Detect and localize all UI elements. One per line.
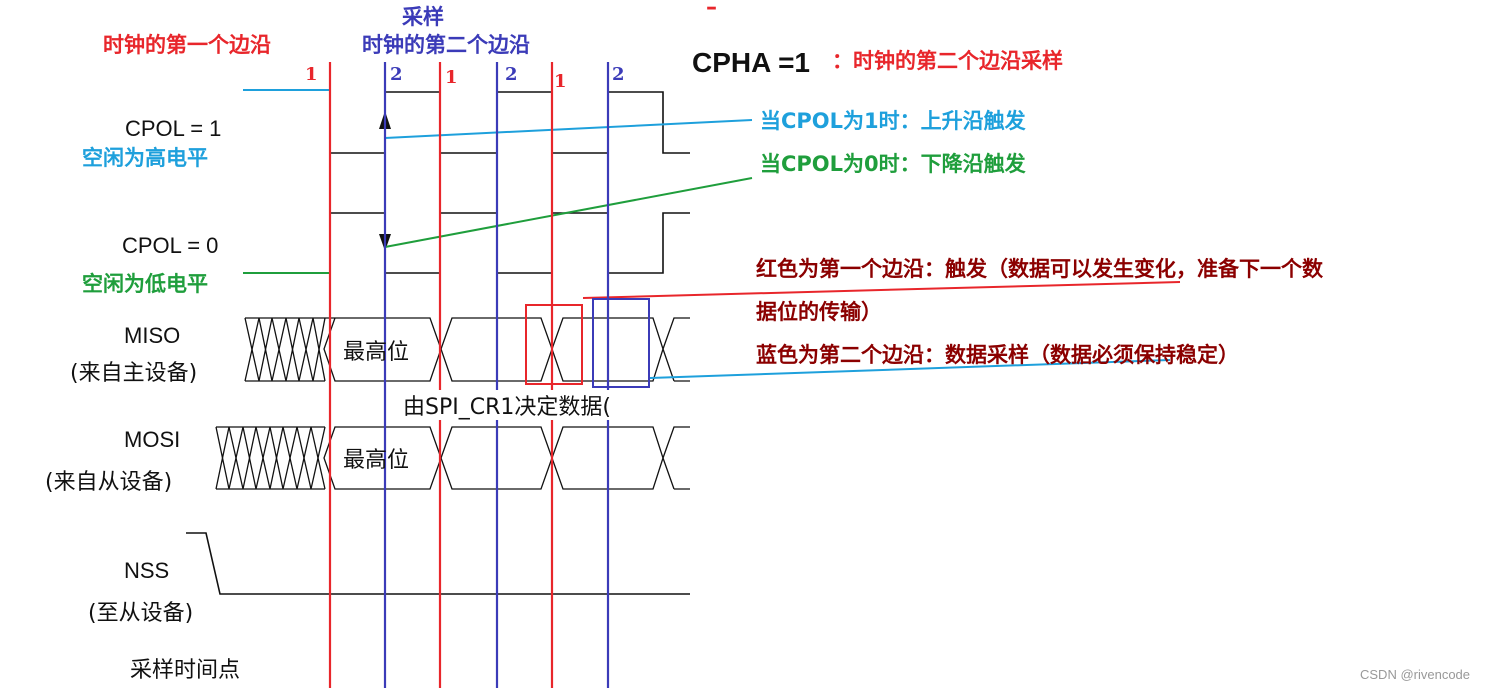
cpha-description: ：时钟的第二个边沿采样 — [832, 49, 1063, 73]
cpol0-trigger-note: 当CPOL为0时：下降沿触发 — [760, 152, 1027, 176]
miso-msb-label: 最高位 — [343, 340, 409, 365]
cpol1-clock-waveform — [330, 91, 690, 154]
cpol1-label: CPOL = 1 — [125, 116, 221, 141]
red-box-leader — [582, 281, 1181, 299]
sample-title: 采样 — [402, 5, 444, 29]
cr1-note-background — [400, 390, 690, 420]
edge-number: 1 — [554, 71, 567, 92]
second-edge-highlight-box — [592, 298, 650, 388]
edge-number: 1 — [445, 67, 458, 88]
cpha-label: CPHA =1 — [692, 47, 810, 78]
watermark: CSDN @rivencode — [1360, 667, 1470, 682]
mosi-msb-label: 最高位 — [343, 448, 409, 473]
edge-number: 2 — [505, 64, 518, 85]
mosi-sublabel: (来自从设备) — [45, 470, 172, 495]
miso-label: MISO — [124, 323, 180, 348]
miso-sublabel: (来自主设备) — [70, 361, 197, 386]
nss-sublabel: (至从设备) — [88, 601, 193, 626]
cpol0-trigger-leader — [384, 177, 753, 248]
cpol1-trigger-note: 当CPOL为1时：上升沿触发 — [760, 109, 1027, 133]
edge-number: 2 — [612, 64, 625, 85]
mosi-data-waveform — [215, 426, 690, 490]
nss-waveform — [186, 532, 690, 595]
cpol0-idle-label: 空闲为低电平 — [82, 272, 208, 296]
sample-point-label: 采样时间点 — [130, 658, 240, 683]
cpol1-idle-label: 空闲为高电平 — [82, 146, 208, 170]
cpol1-trigger-leader — [384, 119, 753, 139]
cr1-note: 由SPI_CR1决定数据( — [403, 395, 611, 420]
second-edge-markers — [383, 62, 610, 688]
blue-edge-note: 蓝色为第二个边沿：数据采样（数据必须保持稳定） — [756, 343, 1239, 367]
nss-label: NSS — [124, 558, 169, 583]
red-edge-note-line1: 红色为第一个边沿：触发（数据可以发生变化，准备下一个数 — [756, 257, 1324, 281]
first-edge-markers — [328, 62, 554, 688]
second-edge-title: 时钟的第二个边沿 — [362, 33, 530, 57]
cpol0-clock-waveform — [330, 212, 690, 274]
blue-box-leader — [649, 359, 1171, 379]
miso-data-waveform — [244, 317, 690, 382]
mosi-label: MOSI — [124, 427, 180, 452]
first-edge-highlight-box — [525, 304, 583, 385]
edge-number: 2 — [390, 64, 403, 85]
top-dash: – — [706, 0, 717, 20]
edge-number: 1 — [305, 64, 318, 85]
red-edge-note-line2: 据位的传输） — [756, 300, 882, 324]
first-edge-title: 时钟的第一个边沿 — [103, 33, 271, 57]
cpol0-label: CPOL = 0 — [122, 233, 218, 258]
